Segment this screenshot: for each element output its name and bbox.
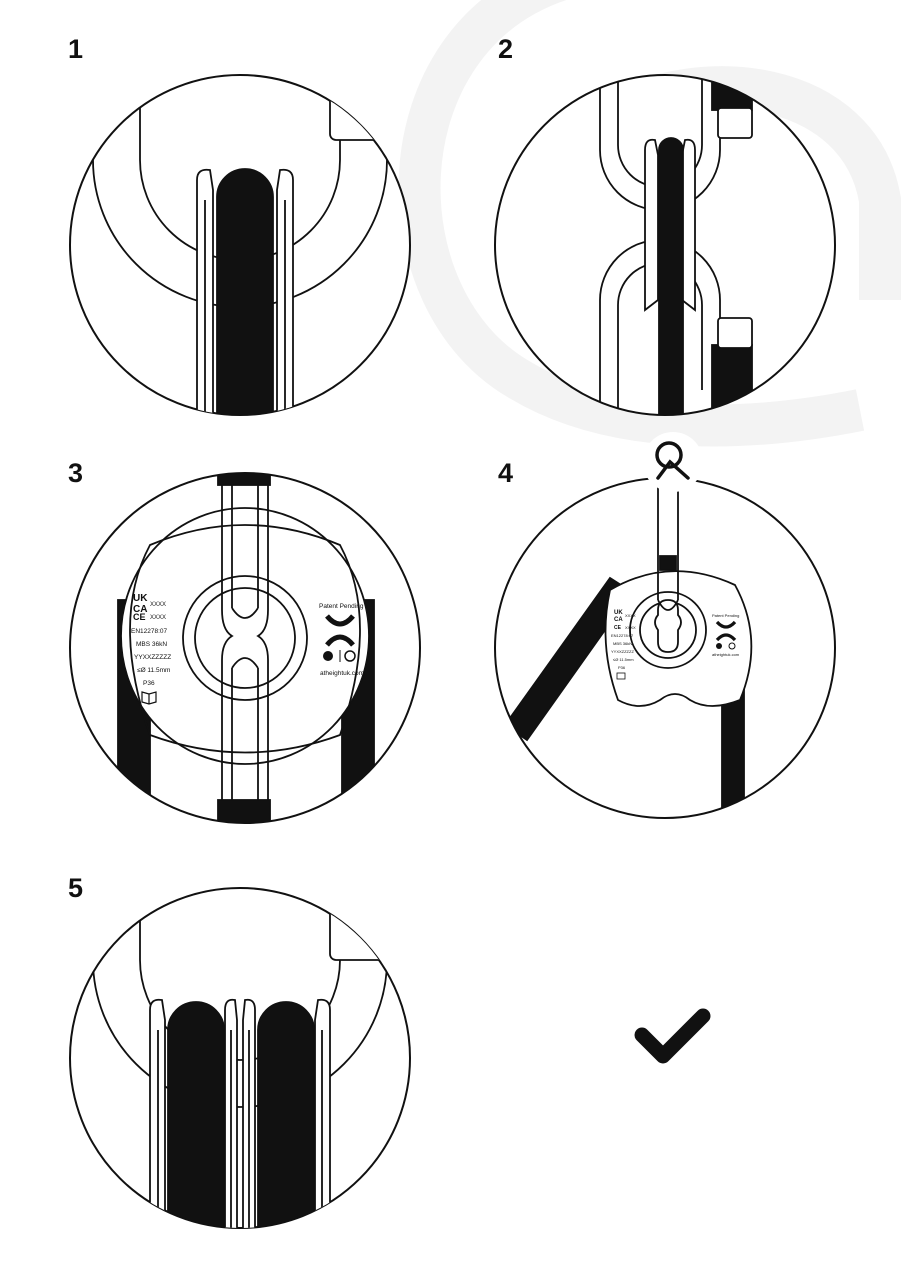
patent-text: Patent Pending [319, 603, 364, 610]
brand-ring-icon-small [728, 642, 736, 650]
step-5-diagram [69, 887, 411, 1229]
batch-text: YYXXZZZZZ [134, 654, 171, 661]
step-number-2: 2 [498, 34, 514, 64]
batch-text-small: YYXXZZZZZ [611, 649, 634, 654]
patent-text-small: Patent Pending [712, 613, 739, 618]
model-text: P36 [143, 680, 155, 687]
ce-code: XXXX [150, 615, 166, 621]
ukca-code-small: XXXX [625, 613, 636, 618]
mark-uk-small: UK [614, 610, 623, 616]
mark-ce: CE [133, 612, 146, 622]
website-text: atheightuk.com [320, 670, 364, 677]
ce-code-small: XXXX [625, 625, 636, 630]
mbs-text: MBS 36kN [136, 641, 167, 648]
step-4-diagram: UK CA XXXX CE XXXX EN12278:07 MBS 36kN Y… [494, 432, 836, 819]
mark-ce-small: CE [614, 625, 622, 631]
brand-logo-icon [325, 614, 355, 647]
anchor-badge [643, 432, 703, 492]
step-number-1: 1 [68, 34, 84, 64]
step-number-4: 4 [498, 458, 514, 488]
standard-text-small: EN12278:07 [611, 633, 634, 638]
step-1-diagram [69, 74, 411, 416]
mark-ca: CA [133, 604, 147, 615]
brand-logo-icon-small [715, 620, 737, 642]
ukca-code: XXXX [150, 602, 166, 608]
brand-dot-icon-small [716, 643, 722, 649]
mbs-text-small: MBS 36kN [613, 641, 632, 646]
rope-text: ≤Ø 11.5mm [137, 667, 170, 674]
standard-text: EN12278:07 [131, 628, 168, 635]
manual-book-icon [141, 691, 157, 705]
anchor-icon [655, 441, 690, 480]
model-text-small: P36 [618, 665, 626, 670]
brand-ring-icon [344, 650, 356, 662]
step-number-3: 3 [68, 458, 84, 488]
website-text-small: atheightuk.com [712, 652, 740, 657]
rope-text-small: ≤Ø 11.5mm [613, 657, 634, 662]
step-2-diagram [494, 74, 836, 416]
brand-dot-icon [323, 651, 333, 661]
checkmark-icon [634, 1008, 711, 1064]
manual-book-icon-small [616, 672, 626, 680]
step-3-diagram: UK CA XXXX CE XXXX EN12278:07 MBS 36kN Y… [69, 472, 421, 824]
mark-ca-small: CA [614, 617, 623, 623]
step-number-5: 5 [68, 873, 84, 903]
mark-uk: UK [133, 593, 148, 604]
